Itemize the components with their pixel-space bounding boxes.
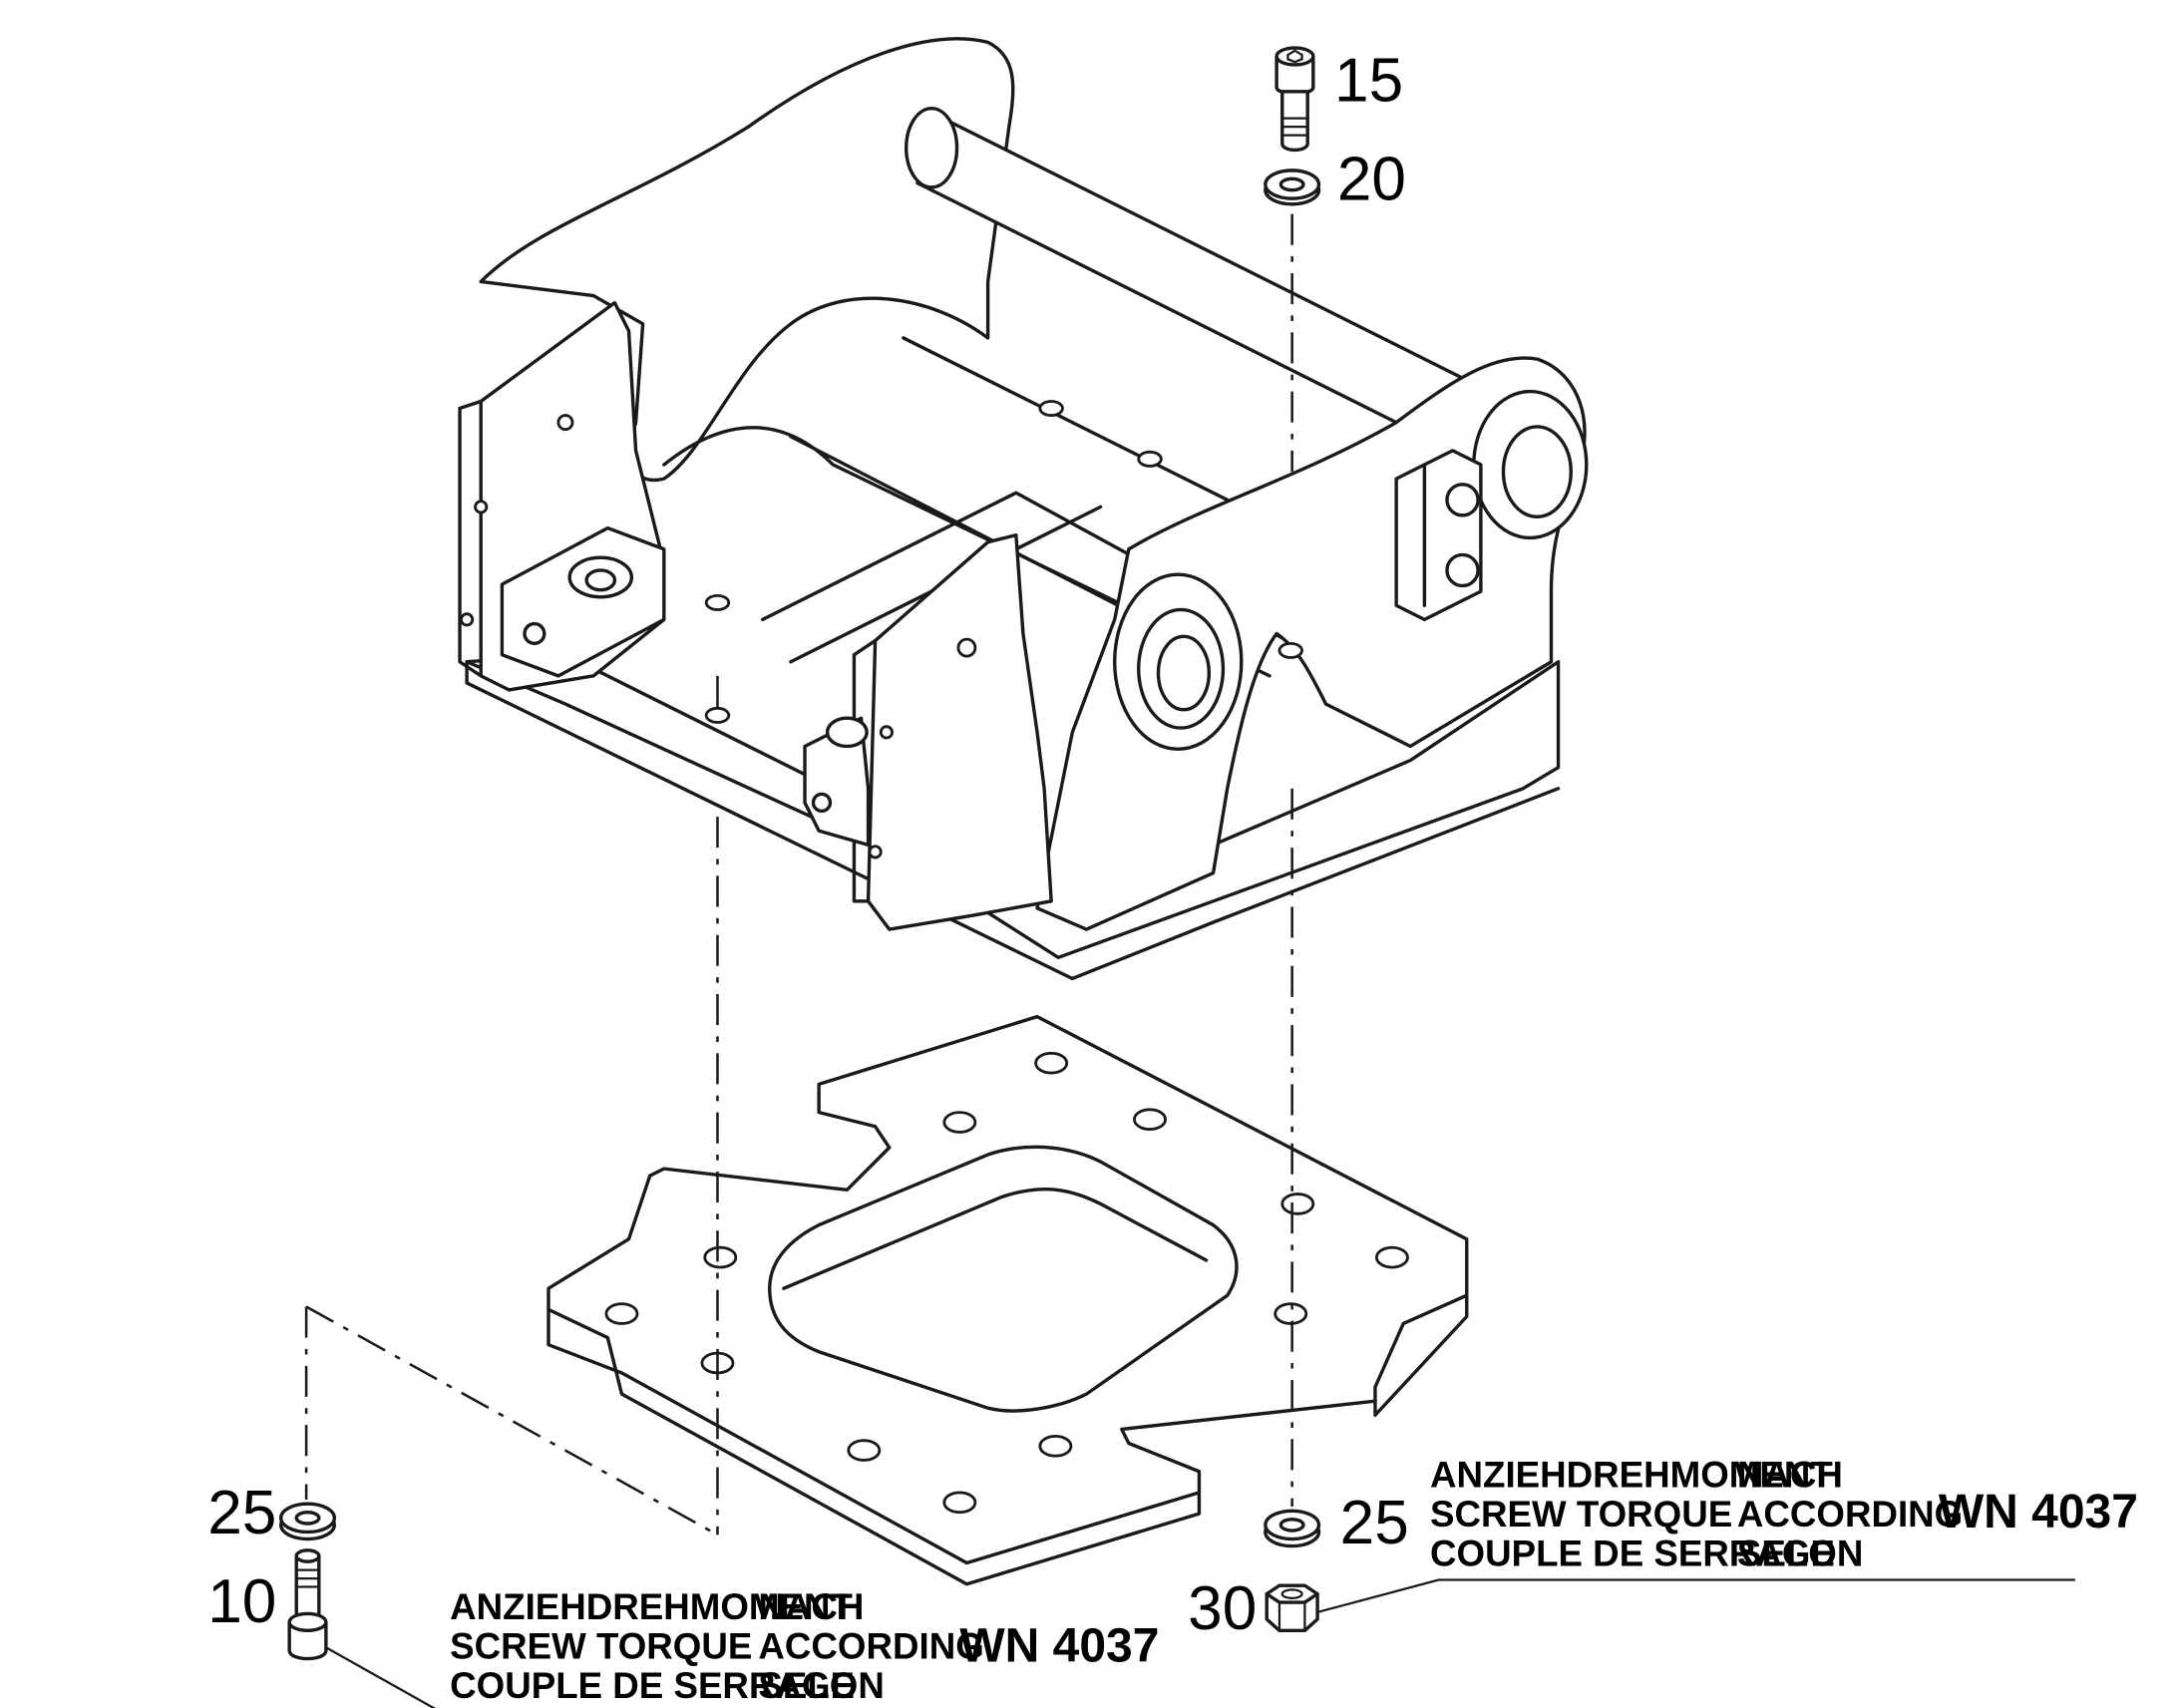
note-left-line3-word: SELON	[758, 1665, 884, 1706]
note-left-line1-word: NACH	[758, 1586, 864, 1627]
assembly-center-lines	[304, 213, 1293, 1537]
note-right-line3-word: SELON	[1737, 1533, 1863, 1573]
note-right-line2-word: ACCORDING	[1737, 1494, 1963, 1535]
note-left-line3-label: COUPLE DE SERRAGE	[450, 1665, 855, 1706]
note-right-standard: WN 4037	[1939, 1486, 2138, 1538]
callout-25-left: 25	[207, 1479, 276, 1547]
quick-coupler-body	[458, 37, 1589, 981]
callout-10: 10	[207, 1567, 276, 1636]
note-left-line2-label: SCREW TORQUE	[450, 1626, 752, 1667]
washer-20	[1264, 169, 1321, 206]
callout-30: 30	[1188, 1574, 1257, 1643]
washer-25-right	[1264, 1509, 1321, 1548]
note-left-line1-label: ANZIEHDREHMOMENT	[450, 1586, 853, 1627]
note-right-line1-label: ANZIEHDREHMOMENT	[1430, 1454, 1833, 1495]
callout-20: 20	[1337, 146, 1406, 214]
note-right-line3-label: COUPLE DE SERRAGE	[1430, 1533, 1835, 1573]
torque-note-left: ANZIEHDREHMOMENT NACH SCREW TORQUE ACCOR…	[450, 1586, 1159, 1706]
note-right-line1-word: NACH	[1737, 1454, 1843, 1495]
cap-screw-15	[1274, 46, 1315, 153]
callout-15: 15	[1334, 47, 1403, 116]
washer-25-left	[278, 1502, 337, 1541]
cap-screw-10	[287, 1548, 328, 1661]
leader-lines	[325, 1578, 2075, 1708]
note-right-line2-label: SCREW TORQUE	[1430, 1494, 1732, 1535]
note-left-standard: WN 4037	[959, 1619, 1159, 1672]
hex-nut-30	[1265, 1583, 1319, 1633]
callout-25-right: 25	[1340, 1489, 1409, 1557]
torque-note-right: ANZIEHDREHMOMENT NACH SCREW TORQUE ACCOR…	[1430, 1454, 2138, 1573]
adapter-plate	[546, 1014, 1469, 1586]
note-left-line2-word: ACCORDING	[758, 1626, 983, 1667]
